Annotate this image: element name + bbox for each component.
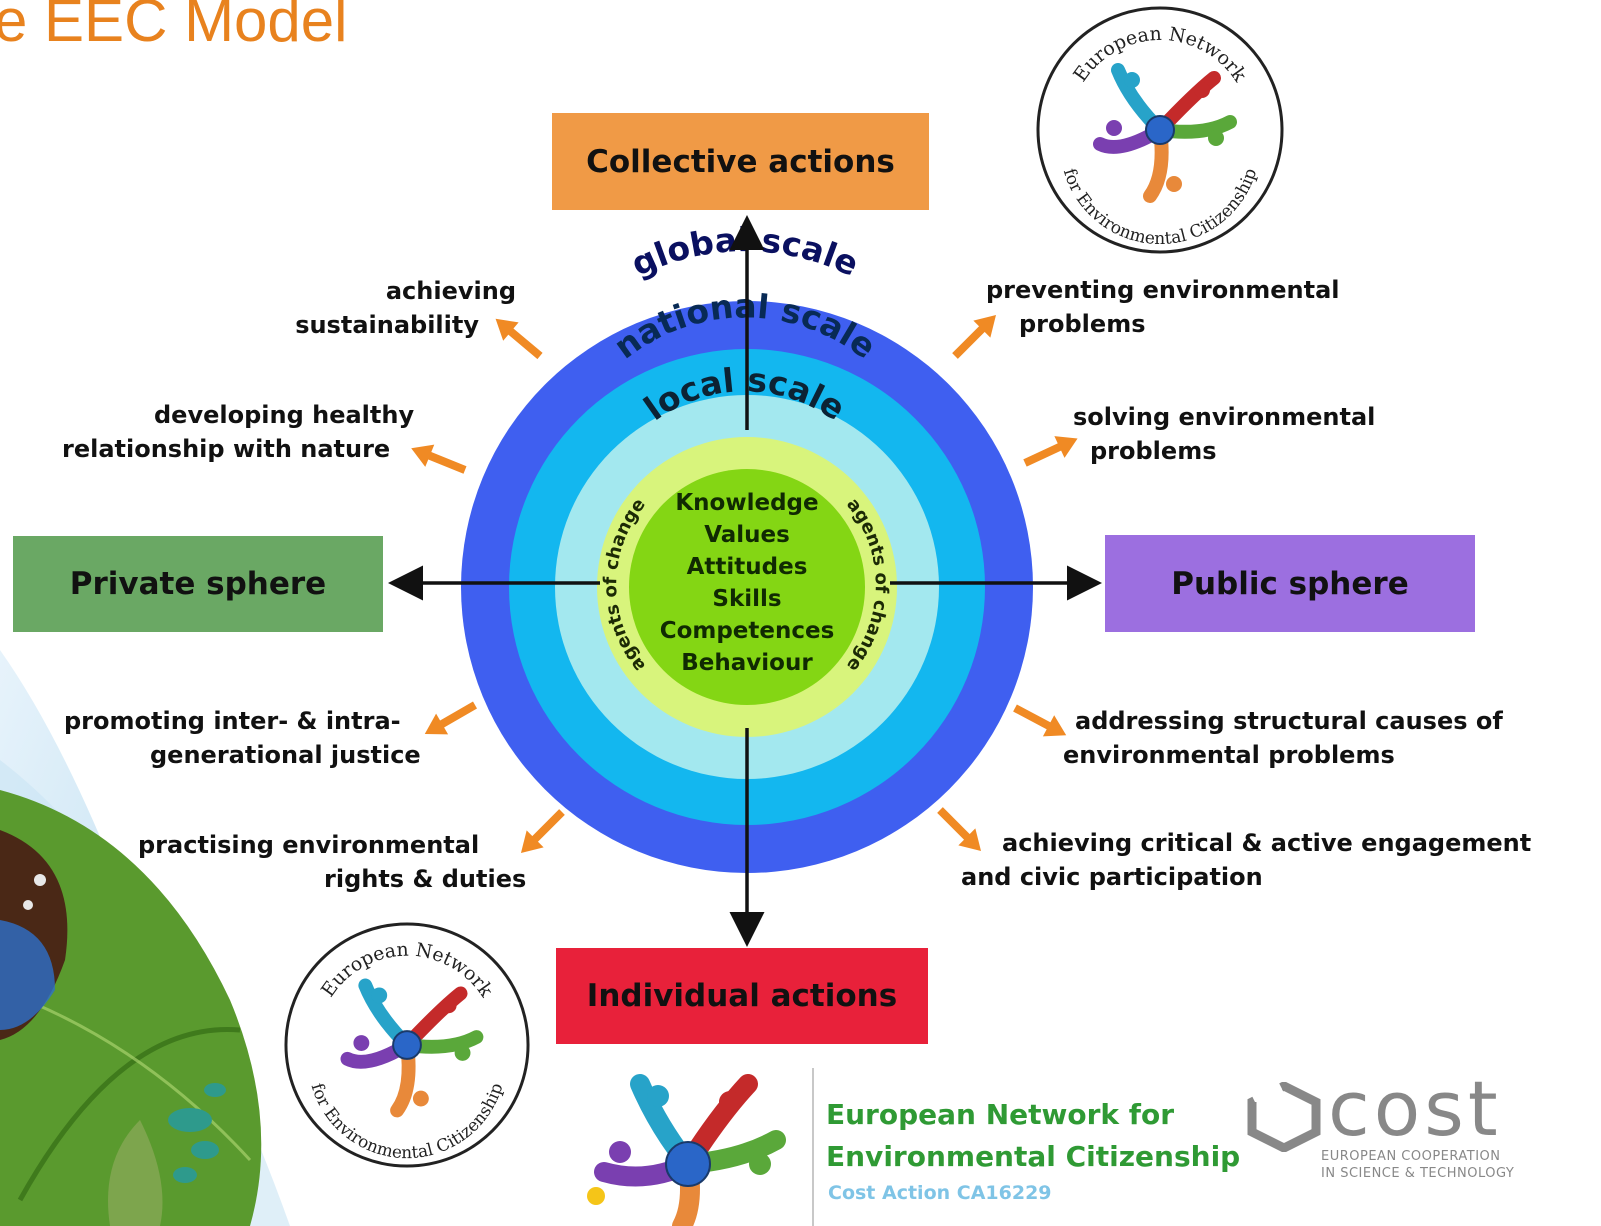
- cost-logo-icon: [1247, 1082, 1321, 1152]
- outcome-achieving-sustainability: achieving sustainability: [295, 277, 516, 339]
- private-sphere-box: Private sphere: [13, 536, 383, 632]
- arrow-promoting-justice: [424, 701, 477, 735]
- footer-people-logo-icon: [587, 1074, 786, 1226]
- footer-divider: [812, 1068, 814, 1226]
- outcome-preventing-problems: preventing environmental problems: [986, 276, 1340, 338]
- arrow-solving-problems: [1023, 436, 1078, 467]
- page-title: e EEC Model: [0, 0, 348, 54]
- outcome-addressing-causes: addressing structural causes of environm…: [1063, 707, 1503, 769]
- outcome-developing-relationship: developing healthy relationship with nat…: [62, 401, 415, 463]
- core-item-knowledge: Knowledge: [675, 490, 819, 516]
- core-item-values: Values: [704, 522, 790, 548]
- arrow-addressing-causes: [1013, 704, 1067, 737]
- arrow-developing-relationship: [411, 444, 467, 474]
- outcome-achieving-engagement: achieving critical & active engagement a…: [961, 829, 1532, 891]
- footprint-icon: [168, 1083, 226, 1183]
- core-item-competences: Competences: [659, 618, 835, 644]
- outcome-practising-rights: practising environmental rights & duties: [138, 831, 527, 893]
- public-sphere-box: Public sphere: [1105, 535, 1475, 632]
- eenec-round-logo-bottom: European Network for Environmental Citiz…: [284, 922, 530, 1168]
- core-item-behaviour: Behaviour: [681, 650, 813, 676]
- core-competences-list: Knowledge Values Attitudes Skills Compet…: [640, 487, 854, 679]
- arrow-practising-rights: [520, 809, 565, 854]
- arrow-achieving-engagement: [937, 807, 982, 852]
- collective-actions-box: Collective actions: [552, 113, 929, 210]
- globe-icon: [1145, 115, 1175, 145]
- arrow-achieving-sustainability: [495, 318, 543, 360]
- individual-actions-box: Individual actions: [556, 948, 928, 1044]
- core-item-skills: Skills: [712, 586, 782, 612]
- footer-cost-action: Cost Action CA16229: [828, 1182, 1052, 1204]
- cost-wordmark: cost: [1328, 1064, 1502, 1153]
- outcome-solving-problems: solving environmental problems: [1073, 403, 1376, 465]
- flower-icon: [587, 1187, 605, 1205]
- globe-icon: [392, 1030, 422, 1060]
- cost-tagline: EUROPEAN COOPERATION IN SCIENCE & TECHNO…: [1321, 1149, 1515, 1181]
- outcome-promoting-justice: promoting inter- & intra- generational j…: [64, 707, 421, 769]
- nature-background-decoration: [0, 650, 290, 1226]
- eenec-round-logo-top: European Network for Environmental Citiz…: [1036, 6, 1284, 254]
- core-item-attitudes: Attitudes: [686, 554, 808, 580]
- butterfly-icon: [0, 830, 68, 1040]
- footer-org-name: European Network for Environmental Citiz…: [826, 1098, 1241, 1173]
- arrow-preventing-problems: [952, 314, 997, 359]
- core-circle: [629, 469, 865, 705]
- global-scale-label: global scale: [625, 220, 864, 284]
